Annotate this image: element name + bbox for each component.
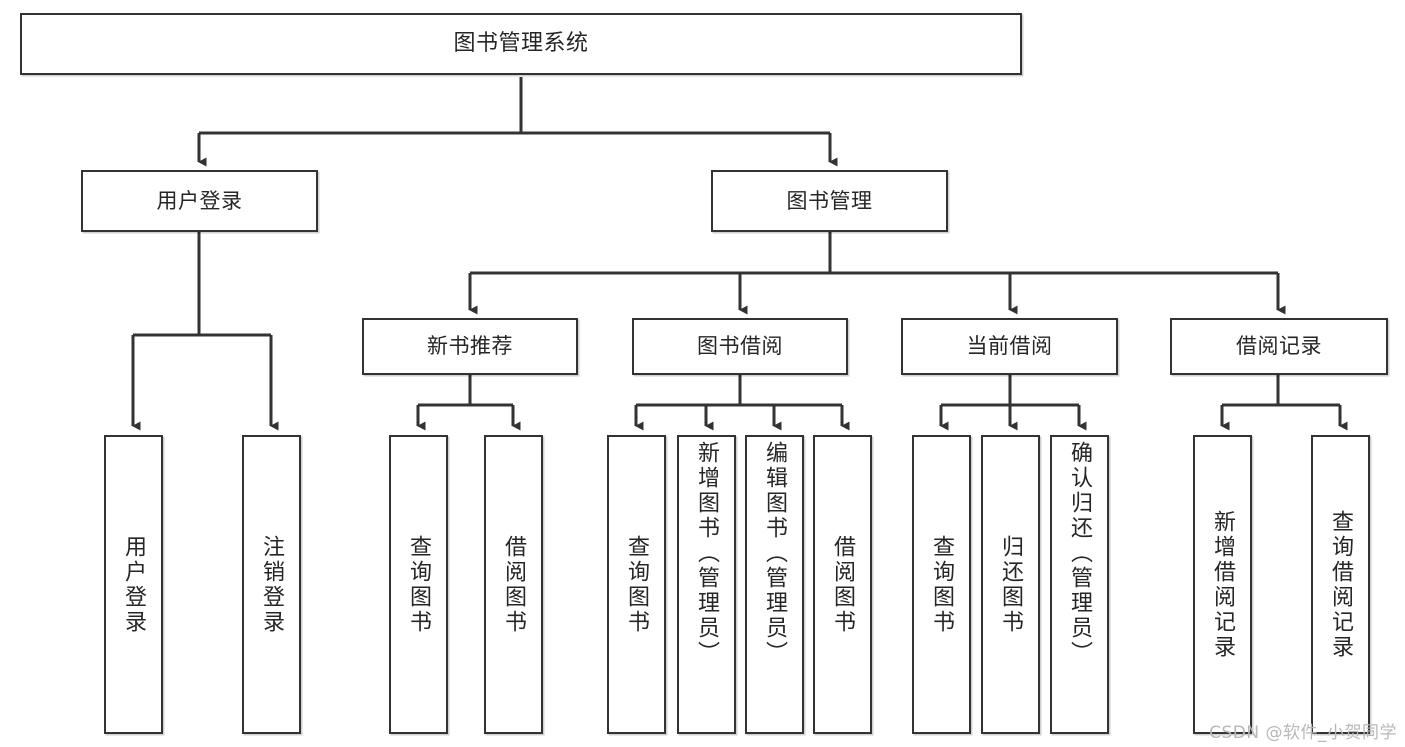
leaf-query-book-borrow[interactable]: 查询图书 <box>607 435 666 734</box>
leaf-query-book-current[interactable]: 查询图书 <box>912 435 971 734</box>
watermark: CSDN @软件_小贺同学 <box>1209 723 1397 743</box>
leaf-borrow-book[interactable]: 借阅图书 <box>813 435 872 734</box>
node-label: 用户登录 <box>121 534 147 635</box>
node-book-management[interactable]: 图书管理 <box>711 170 948 232</box>
node-label: 借阅图书 <box>501 534 527 635</box>
node-label: 用户登录 <box>156 188 243 213</box>
leaf-add-borrow-record[interactable]: 新增借阅记录 <box>1193 435 1252 734</box>
node-label: 借阅记录 <box>1236 334 1322 359</box>
node-label: 注销登录 <box>259 534 285 635</box>
node-label: 图书管理 <box>786 188 873 213</box>
node-root-system[interactable]: 图书管理系统 <box>20 13 1022 75</box>
leaf-add-book-admin[interactable]: 新增图书（管理员） <box>677 435 736 734</box>
node-label: 借阅图书 <box>830 534 856 635</box>
node-label: 编辑图书（管理员） <box>762 441 788 666</box>
node-label: 归还图书 <box>998 534 1024 635</box>
node-label: 确认归还（管理员） <box>1067 441 1093 666</box>
leaf-user-logout[interactable]: 注销登录 <box>242 435 301 734</box>
leaf-return-book[interactable]: 归还图书 <box>981 435 1040 734</box>
node-borrow-record[interactable]: 借阅记录 <box>1170 318 1388 375</box>
node-label: 图书管理系统 <box>453 31 589 57</box>
node-label: 查询图书 <box>929 534 955 635</box>
node-user-login[interactable]: 用户登录 <box>81 170 318 232</box>
leaf-query-borrow-record[interactable]: 查询借阅记录 <box>1311 435 1370 734</box>
leaf-confirm-return-admin[interactable]: 确认归还（管理员） <box>1050 435 1109 734</box>
node-label: 当前借阅 <box>966 334 1053 359</box>
leaf-borrow-book-newbooks[interactable]: 借阅图书 <box>484 435 543 734</box>
node-current-borrow[interactable]: 当前借阅 <box>901 318 1118 375</box>
leaf-user-login[interactable]: 用户登录 <box>104 435 163 734</box>
node-label: 新增借阅记录 <box>1210 509 1236 660</box>
node-label: 查询图书 <box>406 534 432 635</box>
leaf-edit-book-admin[interactable]: 编辑图书（管理员） <box>745 435 804 734</box>
node-label: 查询借阅记录 <box>1328 509 1354 660</box>
node-label: 新增图书（管理员） <box>694 441 720 666</box>
node-label: 图书借阅 <box>697 334 783 359</box>
node-label: 查询图书 <box>624 534 650 635</box>
node-book-borrow[interactable]: 图书借阅 <box>632 318 848 375</box>
node-new-book-recommend[interactable]: 新书推荐 <box>362 318 578 375</box>
leaf-query-book-newbooks[interactable]: 查询图书 <box>389 435 448 734</box>
node-label: 新书推荐 <box>427 334 513 359</box>
